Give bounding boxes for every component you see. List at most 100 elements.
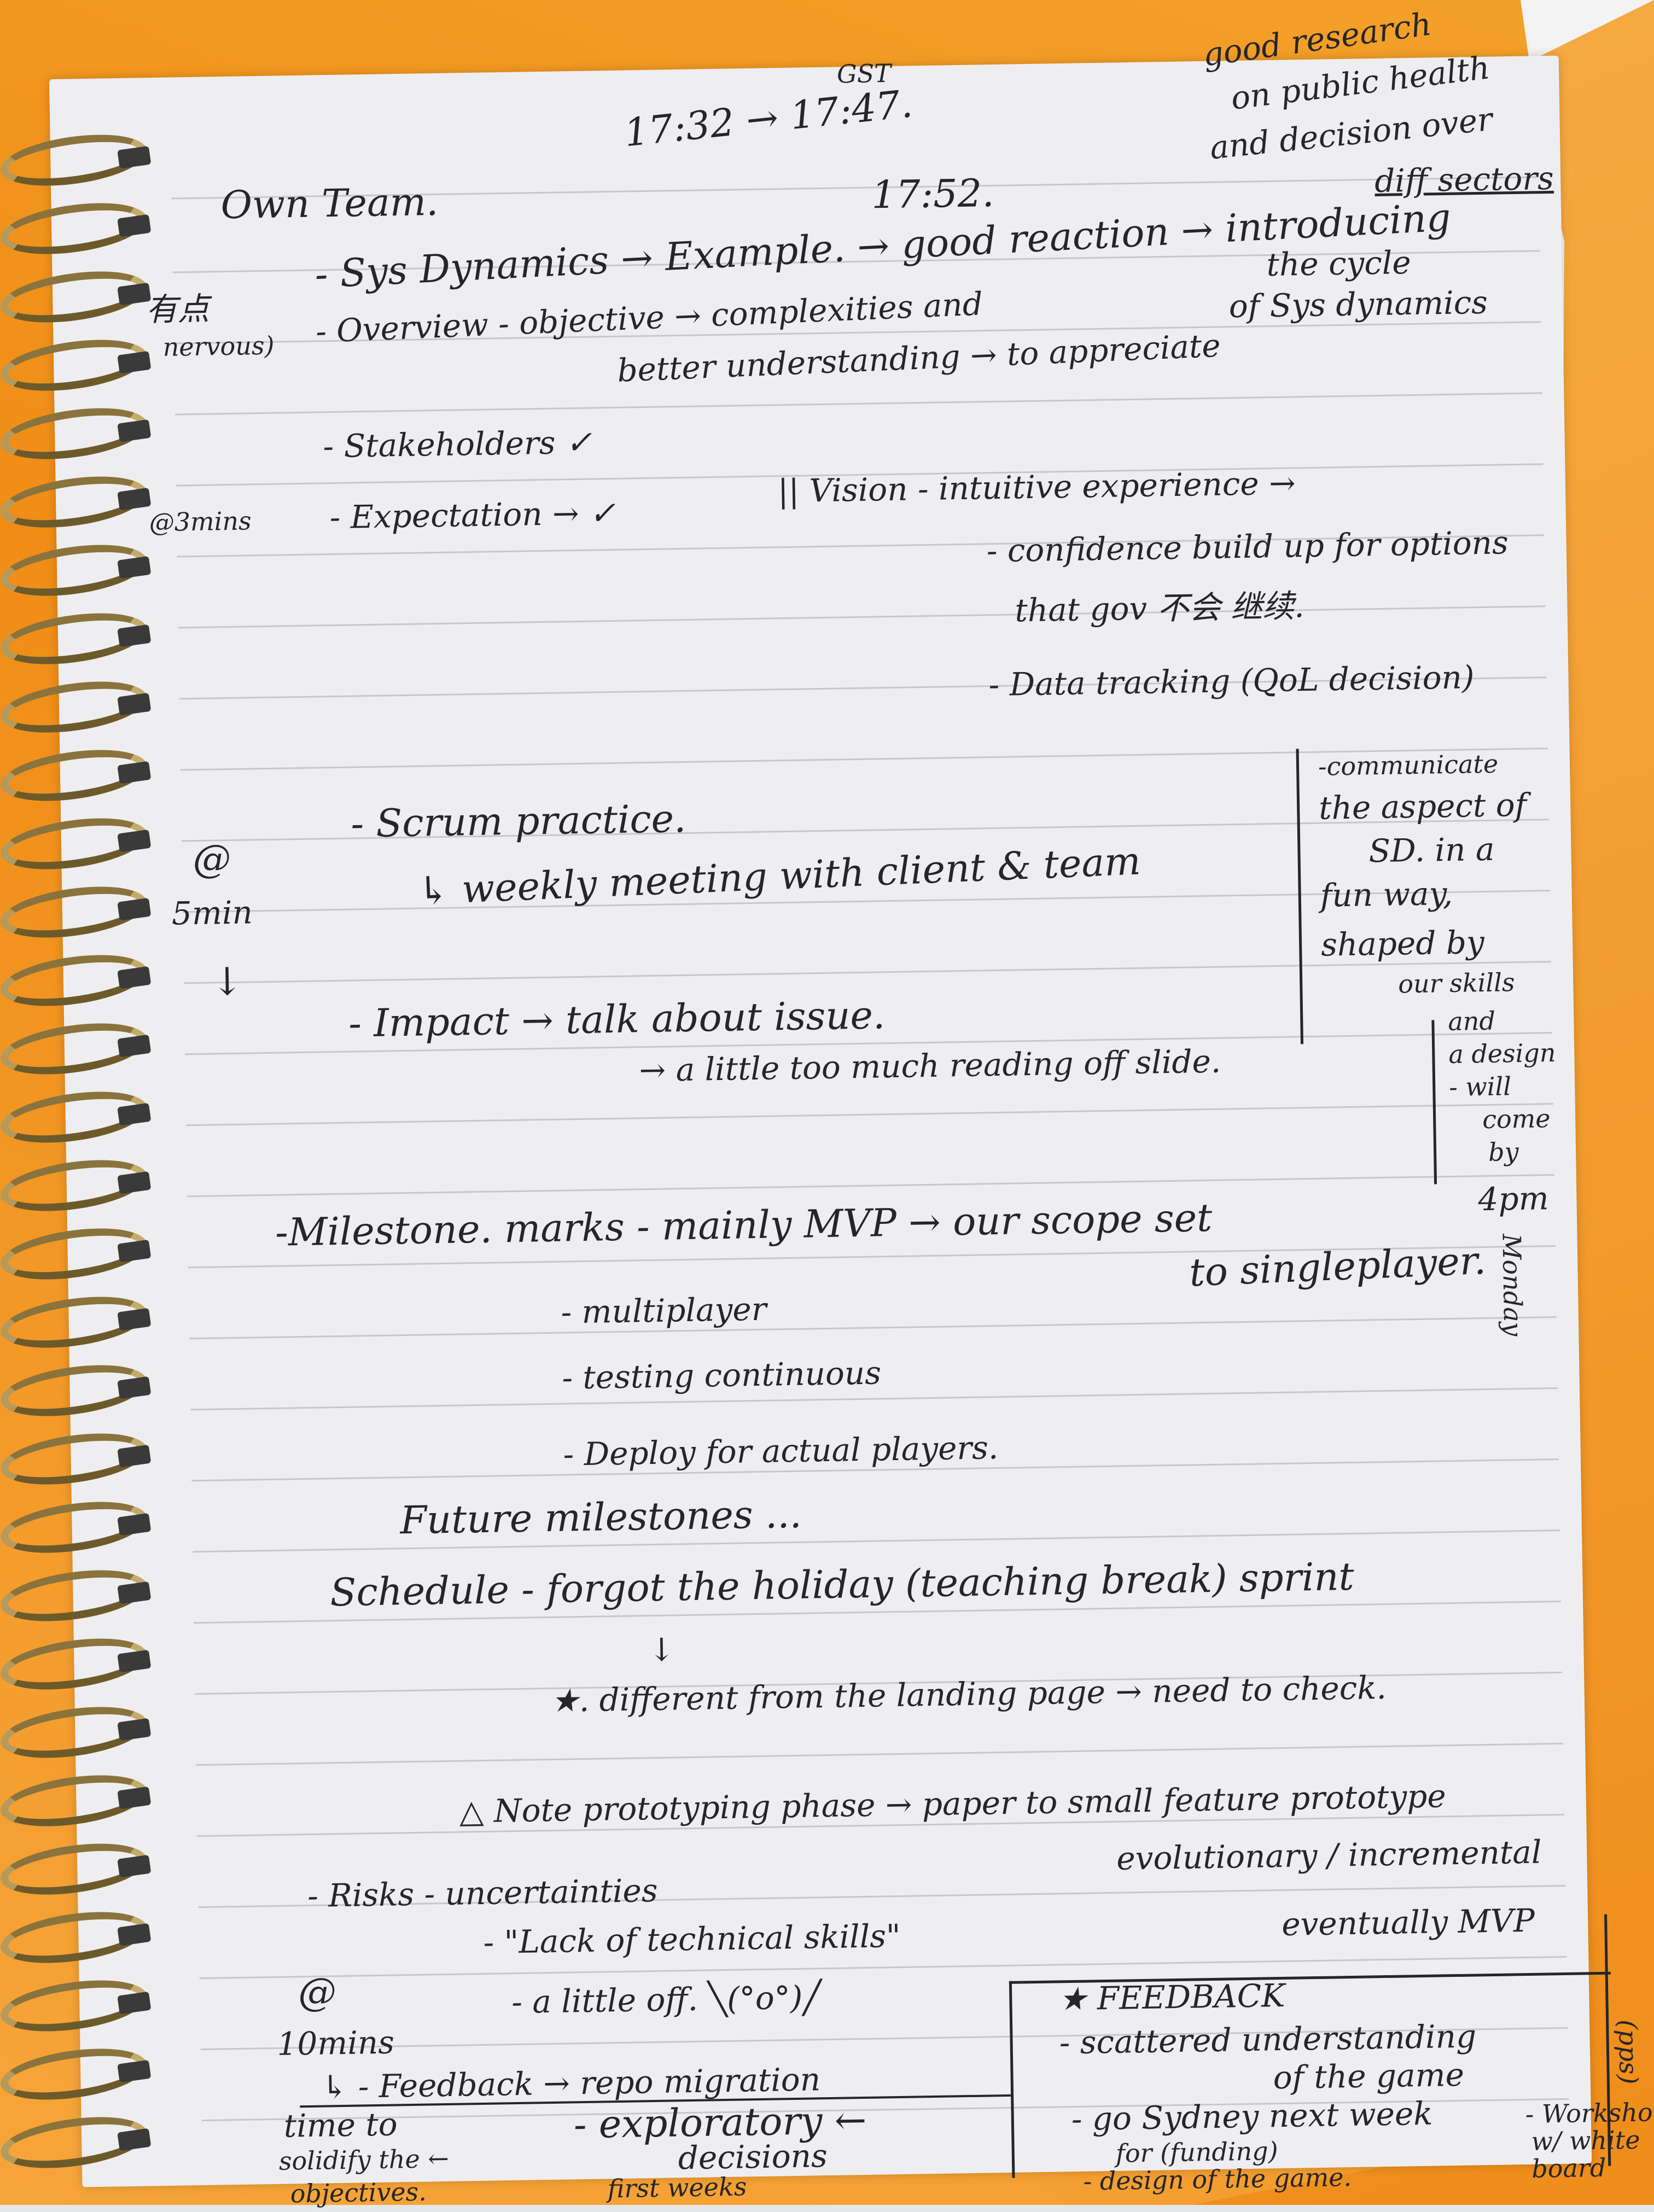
note-exploratory-2: decisions [678,2137,828,2177]
spiral-ring [0,2109,150,2176]
feedback-margin: (pps) [1613,2019,1644,2085]
spiral-ring [0,1288,150,1356]
note-overview-2: better understanding → to appreciate [616,326,1221,389]
spiral-ring [0,1083,150,1151]
ruled-line [189,1316,1557,1340]
side-note-3: SD. in a [1368,830,1495,870]
note-impact-2: → a little too much reading off slide. [639,1042,1221,1089]
note-milestone-3: - multiplayer [560,1290,767,1331]
notebook-page: GST 17:32 → 17:47. 17:52. good research … [49,5,1654,2209]
feedback-item-1: - scattered understanding [1059,2017,1477,2062]
spiral-ring [0,195,150,262]
margin-at-10: @ [298,1969,337,2015]
feedback-item-3: - go Sydney next week [1071,2094,1433,2138]
spiral-ring [0,947,150,1014]
spiral-ring [0,742,150,809]
ruled-line [196,1742,1564,1766]
note-future: Future milestones ... [399,1491,802,1543]
note-little-off: - a little off. ╲(°o°)╱ [511,1978,822,2021]
ruled-line [187,1174,1554,1198]
note-expectation: - Expectation → ✓ [329,494,616,536]
side-note-4: fun way, [1320,874,1453,914]
note-milestone-5: - Deploy for actual players. [563,1429,999,1473]
note-impact-1: - Impact → talk about issue. [348,993,886,1046]
spiral-ring [0,673,150,741]
spiral-ring [0,126,150,194]
spiral-ring [0,1972,150,2040]
side-note-divider [1296,749,1303,1044]
spiral-ring [0,1220,150,1288]
ruled-line [186,1103,1553,1127]
spiral-ring [0,536,150,604]
side-note-12: 4pm [1477,1180,1550,1218]
spiral-ring [0,2040,150,2108]
note-prototyping: △ Note prototyping phase → paper to smal… [459,1777,1447,1830]
note-sys-cycle-1: the cycle [1266,243,1412,284]
note-exploratory-3: first weeks [607,2172,747,2204]
feedback-title: ★ FEEDBACK [1058,1976,1285,2018]
note-overview-1: - Overview - objective → complexities an… [315,285,984,351]
note-time-second: 17:52. [871,170,995,218]
note-time-to-1: time to [283,2105,398,2145]
spiral-ring [0,1835,150,1903]
margin-at-5: @ [192,836,232,882]
spiral-ring [0,1357,150,1425]
spiral-ring [0,1152,150,1219]
spiral-ring [0,1425,150,1493]
note-different: ★. different from the landing page → nee… [550,1668,1387,1719]
spiral-ring [0,1767,150,1835]
note-sys-cycle-2: of Sys dynamics [1228,283,1488,325]
note-eventually: eventually MVP [1281,1901,1535,1943]
side-note-11: by [1488,1137,1519,1167]
margin-10mins: 10mins [276,2023,395,2063]
feedback-workshop-2: w/ white [1531,2125,1640,2156]
feedback-workshop-1: - Workshop [1525,2097,1654,2129]
side-note-8: a design [1448,1037,1556,1070]
note-vision-3: that gov 不会 继续. [1014,587,1305,629]
margin-arrow: ↓ [211,959,244,1005]
note-time-range: 17:32 → 17:47. [622,81,915,156]
side-note-13: Monday [1496,1233,1528,1336]
note-milestone-2: to singleplayer. [1188,1238,1487,1295]
note-time-to-3: objectives. [290,2176,427,2209]
side-note-5: shaped by [1320,923,1485,964]
note-time-to-2: solidify the ← [278,2143,450,2176]
margin-nervous: nervous) [162,330,275,362]
spiral-ring [0,468,150,536]
note-heading: Own Team. [220,179,439,228]
spiral-ring [0,605,150,673]
spiral-ring [0,331,150,399]
side-note-7: and [1447,1006,1496,1037]
note-risks: - Risks - uncertainties [307,1871,659,1915]
feedback-box-left [1009,1981,1015,2178]
margin-5min: 5min [171,894,253,932]
spiral-ring [0,1630,150,1698]
ruled-line [183,961,1551,984]
feedback-item-2: of the game [1273,2056,1465,2097]
note-milestone-4: - testing continuous [561,1354,882,1397]
spiral-ring [0,1562,150,1630]
spiral-ring [0,263,150,331]
spiral-ring [0,1904,150,1971]
note-down-arrow: ↓ [648,1631,675,1669]
side-note-divider-2 [1431,1020,1437,1184]
note-vision-2: - confidence build up for options [986,524,1509,570]
feedback-item-4: for (funding) [1115,2136,1278,2168]
note-vision-4: - Data tracking (QoL decision) [988,658,1475,704]
note-milestone-1: -Milestone. marks - mainly MVP → our sco… [275,1195,1213,1255]
side-note-10: come [1482,1104,1551,1135]
note-schedule: Schedule - forgot the holiday (teaching … [329,1554,1355,1615]
side-note-1: -communicate [1318,749,1499,781]
note-feedback-repo: ↳ - Feedback → repo migration [321,2061,821,2106]
note-stakeholders: - Stakeholders ✓ [323,423,593,465]
side-note-6: our skills [1397,967,1515,999]
feedback-workshop-3: board [1531,2152,1606,2184]
side-note-2: the aspect of [1318,786,1527,827]
spiral-ring [0,1015,150,1083]
note-time-label: GST [836,58,892,89]
note-scrum: - Scrum practice. [350,796,686,847]
feedback-item-5: - design of the game. [1083,2162,1352,2196]
spiral-binding [0,126,159,2193]
note-vision-1: || Vision - intuitive experience → [777,464,1296,510]
ruled-line [178,605,1546,629]
